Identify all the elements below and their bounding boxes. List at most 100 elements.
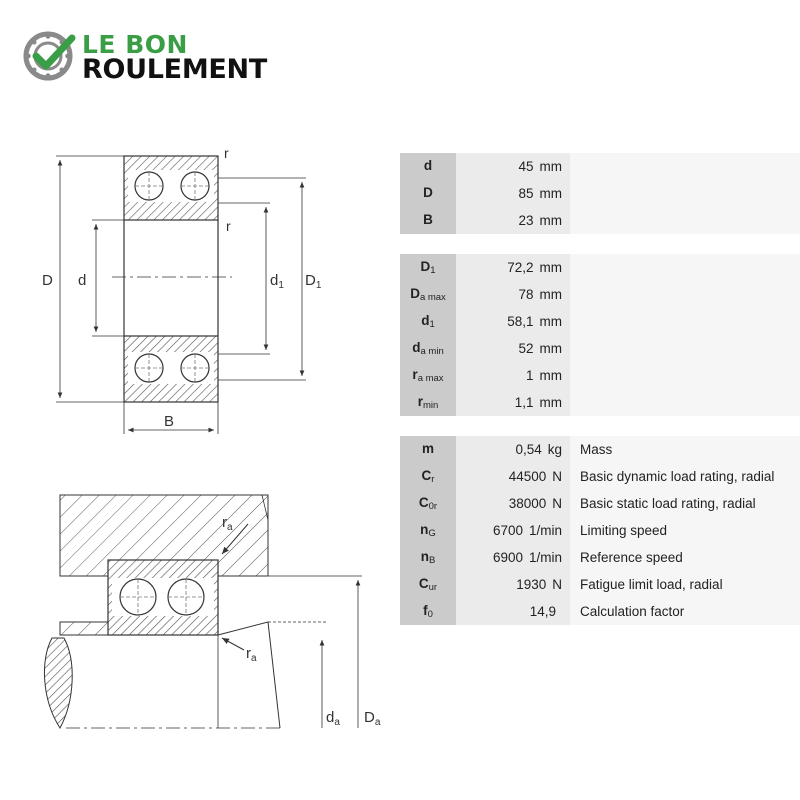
brand-logo: LE BON ROULEMENT (22, 28, 302, 86)
label-d1: d1 (270, 272, 284, 291)
spec-description: Calculation factor (570, 598, 800, 625)
spec-description (570, 335, 800, 362)
brand-line2: ROULEMENT (82, 54, 267, 85)
label-D1: D1 (305, 272, 322, 291)
spec-description (570, 254, 800, 281)
spec-unit: mm (539, 213, 563, 228)
spec-symbol: m (400, 436, 456, 463)
spec-unit: mm (539, 314, 563, 329)
spec-symbol: rmin (400, 389, 456, 416)
spec-description: Basic dynamic load rating, radial (570, 463, 800, 490)
brand-line1: LE BON (82, 30, 188, 59)
bearing-section-view (56, 155, 306, 434)
spec-description: Limiting speed (570, 517, 800, 544)
spec-unit: N (552, 496, 562, 511)
spec-description: Reference speed (570, 544, 800, 571)
label-d: d (78, 272, 86, 289)
spec-description (570, 308, 800, 335)
label-da: da (326, 709, 340, 728)
spec-unit: mm (539, 159, 563, 174)
spec-description: Fatigue limit load, radial (570, 571, 800, 598)
bearing-dimension-diagram: D d d1 D1 B r r ra ra da Da (42, 145, 381, 729)
spec-unit: mm (539, 395, 563, 410)
bearing-check-icon (23, 31, 76, 81)
label-ra-bottom: ra (246, 645, 257, 664)
label-r-top: r (224, 145, 229, 161)
spec-value: 14,9 (456, 598, 570, 625)
spec-symbol: d (400, 153, 456, 180)
spec-symbol: f0 (400, 598, 456, 625)
label-ra-top: ra (222, 514, 233, 533)
spec-symbol: da min (400, 335, 456, 362)
label-Da: Da (364, 709, 381, 728)
spec-description (570, 362, 800, 389)
spec-unit: mm (539, 368, 563, 383)
spec-symbol: Cur (400, 571, 456, 598)
spec-description: Basic static load rating, radial (570, 490, 800, 517)
spec-symbol: nG (400, 517, 456, 544)
spec-unit: 1/min (528, 523, 562, 538)
spec-unit: mm (539, 186, 563, 201)
spec-symbol: Da max (400, 281, 456, 308)
spec-symbol: D (400, 180, 456, 207)
label-D: D (42, 272, 53, 289)
spec-symbol: nB (400, 544, 456, 571)
label-B: B (164, 413, 174, 430)
spec-description (570, 281, 800, 308)
spec-unit: mm (539, 341, 563, 356)
spec-unit: 1/min (528, 550, 562, 565)
spec-description (570, 207, 800, 234)
spec-symbol: Cr (400, 463, 456, 490)
spec-group-spacer (400, 416, 800, 436)
spec-symbol: C0r (400, 490, 456, 517)
spec-unit: N (552, 469, 562, 484)
spec-description: Mass (570, 436, 800, 463)
spec-symbol: ra max (400, 362, 456, 389)
spec-unit: kg (547, 442, 562, 457)
spec-symbol: B (400, 207, 456, 234)
bearing-mounting-view (43, 494, 362, 729)
spec-symbol: d1 (400, 308, 456, 335)
spec-unit: mm (539, 287, 563, 302)
spec-group-spacer (400, 234, 800, 254)
spec-description (570, 153, 800, 180)
spec-description (570, 389, 800, 416)
label-r-mid: r (226, 218, 231, 234)
spec-unit: N (552, 577, 562, 592)
spec-symbol: D1 (400, 254, 456, 281)
spec-unit: mm (539, 260, 563, 275)
spec-description (570, 180, 800, 207)
